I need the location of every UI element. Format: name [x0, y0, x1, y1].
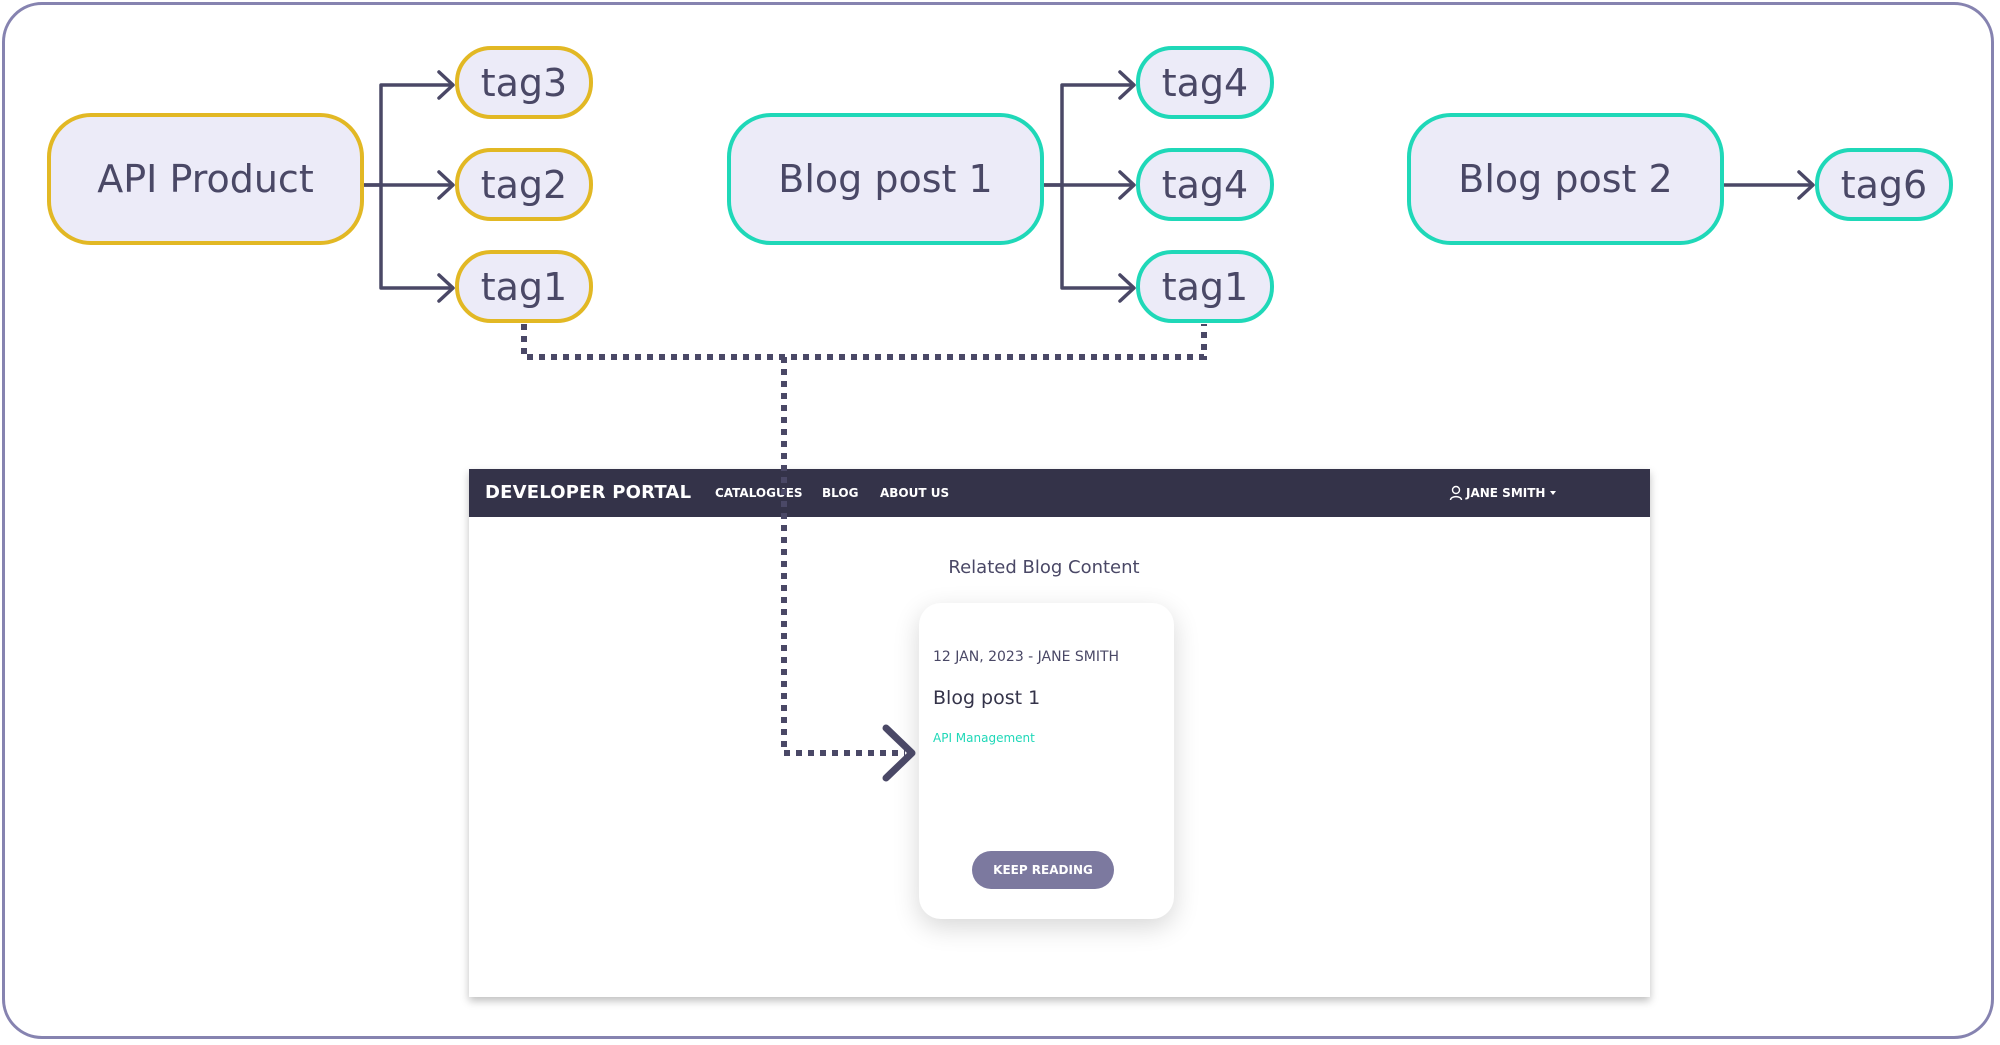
node-api-product-tag: tag1: [455, 250, 593, 323]
node-api-product: API Product: [47, 113, 364, 245]
arrowhead-icon: [1797, 170, 1815, 200]
node-blog-post-1-tag: tag4: [1136, 46, 1274, 119]
arrowhead-icon: [1118, 70, 1136, 100]
user-menu[interactable]: JANE SMITH: [1449, 469, 1558, 517]
arrowhead-icon: [437, 273, 455, 303]
arrowhead-icon: [1118, 273, 1136, 303]
node-blog-post-1-tag: tag4: [1136, 148, 1274, 221]
connector-blog-post-1-tag1: [1060, 183, 1135, 290]
card-title[interactable]: Blog post 1: [933, 687, 1041, 709]
connector-api-product-tag3: [362, 83, 454, 187]
node-blog-post-1: Blog post 1: [727, 113, 1044, 245]
node-blog-post-2: Blog post 2: [1407, 113, 1724, 245]
node-blog-post-2-tag: tag6: [1815, 148, 1953, 221]
portal-brand[interactable]: DEVELOPER PORTAL: [485, 482, 692, 503]
arrowhead-icon: [437, 70, 455, 100]
connector-api-product-tag1: [379, 183, 454, 290]
keep-reading-button[interactable]: KEEP READING: [972, 851, 1114, 889]
caret-down-icon: [1550, 491, 1557, 495]
nav-catalogues[interactable]: CATALOGUES: [715, 486, 803, 500]
user-icon: [1449, 485, 1463, 501]
blog-card[interactable]: 12 JAN, 2023 - JANE SMITH Blog post 1 AP…: [919, 603, 1174, 919]
nav-blog[interactable]: BLOG: [822, 486, 859, 500]
related-content-heading: Related Blog Content: [948, 557, 1140, 578]
arrowhead-icon: [437, 170, 455, 200]
user-name: JANE SMITH: [1466, 486, 1546, 500]
arrowhead-icon: [1118, 170, 1136, 200]
connector-blog-post-1-tag4-a: [1042, 83, 1135, 187]
nav-about-us[interactable]: ABOUT US: [880, 486, 950, 500]
developer-portal-screenshot: DEVELOPER PORTAL CATALOGUES BLOG ABOUT U…: [469, 469, 1650, 997]
card-date-author: 12 JAN, 2023 - JANE SMITH: [933, 649, 1120, 665]
node-api-product-tag: tag2: [455, 148, 593, 221]
node-blog-post-1-tag: tag1: [1136, 250, 1274, 323]
navbar: DEVELOPER PORTAL CATALOGUES BLOG ABOUT U…: [469, 469, 1650, 517]
node-api-product-tag: tag3: [455, 46, 593, 119]
card-tag[interactable]: API Management: [933, 731, 1035, 745]
